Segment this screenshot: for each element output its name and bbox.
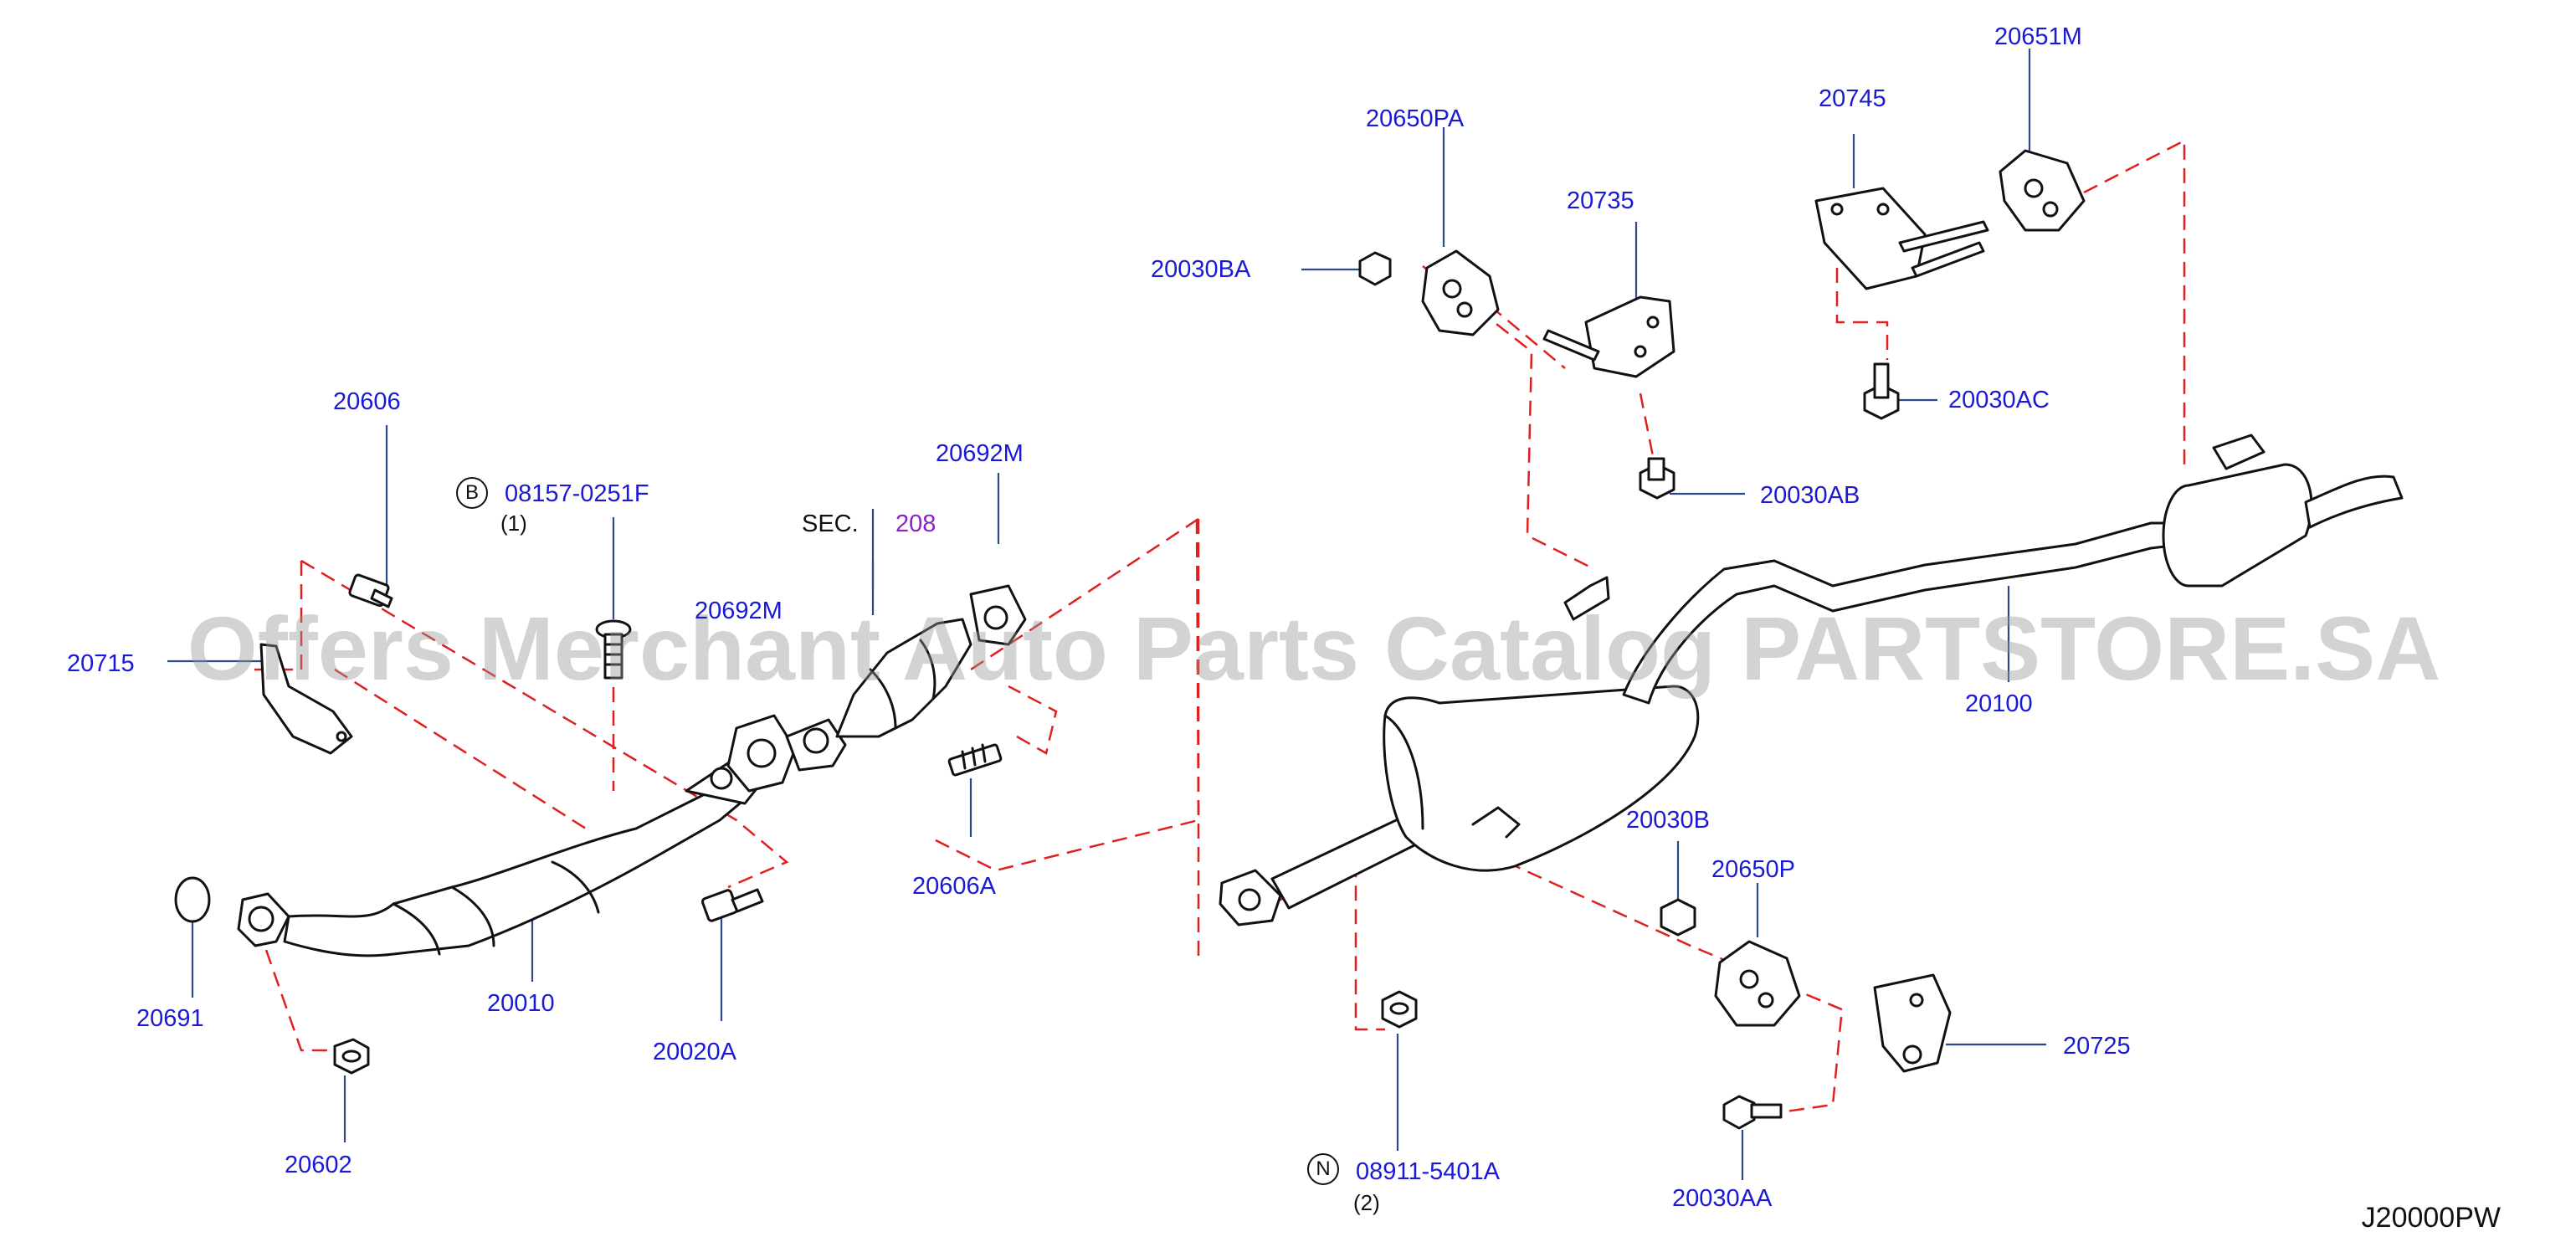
hanger-bracket-20715[interactable] <box>259 643 353 755</box>
callout-20606[interactable]: 20606 <box>333 388 401 415</box>
callout-20692M[interactable]: 20692M <box>695 598 783 624</box>
main-muffler-20100[interactable] <box>2162 434 2404 588</box>
callout-20735[interactable]: 20735 <box>1567 187 1634 214</box>
callout-20691[interactable]: 20691 <box>136 1005 204 1032</box>
callout-20745[interactable]: 20745 <box>1819 85 1886 112</box>
callout-20725[interactable]: 20725 <box>2063 1033 2131 1060</box>
callout-20650PA[interactable]: 20650PA <box>1366 105 1465 132</box>
nut-20030B[interactable] <box>1660 898 1696 937</box>
callout-20650P[interactable]: 20650P <box>1711 856 1795 883</box>
gasket-20692M-top[interactable] <box>969 584 1027 646</box>
stud-20606A[interactable] <box>947 743 1003 777</box>
callout-20602[interactable]: 20602 <box>285 1152 352 1178</box>
bolt-qty-n: (2) <box>1353 1190 1380 1215</box>
insulator-20651M[interactable] <box>1999 149 2086 232</box>
callout-20030AC[interactable]: 20030AC <box>1948 387 2050 413</box>
bolt-badge-b: B <box>456 477 488 509</box>
bracket-20745[interactable] <box>1814 187 1989 290</box>
section-ref-prefix: SEC. <box>802 511 859 537</box>
callout-20030AA[interactable]: 20030AA <box>1672 1185 1773 1212</box>
bolt-20030AB[interactable] <box>1639 457 1675 500</box>
bolt-08157-0251F[interactable] <box>595 619 632 680</box>
callout-08157-0251F[interactable]: 08157-0251F <box>505 480 649 507</box>
callout-20692M-top[interactable]: 20692M <box>936 440 1024 467</box>
dashed-assembly-lines <box>251 138 2186 1115</box>
nut-20030BA[interactable] <box>1358 251 1392 286</box>
bolt-20606[interactable] <box>348 573 393 608</box>
bolt-20030AA[interactable] <box>1722 1095 1783 1130</box>
gasket-20691[interactable] <box>174 876 211 923</box>
callout-20030B[interactable]: 20030B <box>1626 807 1710 834</box>
catalytic-converter-20010[interactable] <box>237 756 763 957</box>
callout-20715[interactable]: 20715 <box>67 650 135 677</box>
bolt-20030AC[interactable] <box>1863 362 1900 420</box>
section-ref-number[interactable]: 208 <box>895 511 936 537</box>
converter-sec-208[interactable] <box>785 618 972 772</box>
center-muffler-assembly[interactable] <box>1219 521 2188 926</box>
bolt-qty-b: (1) <box>500 511 527 536</box>
callout-20010[interactable]: 20010 <box>487 990 555 1017</box>
callout-20651M[interactable]: 20651M <box>1994 23 2082 50</box>
bracket-20725[interactable] <box>1873 973 1952 1073</box>
callout-08911-5401A[interactable]: 08911-5401A <box>1356 1158 1501 1185</box>
gasket-20692M[interactable] <box>726 714 797 793</box>
bracket-20735[interactable] <box>1542 295 1675 378</box>
insulator-20650P[interactable] <box>1714 940 1801 1027</box>
insulator-20650PA[interactable] <box>1421 249 1500 336</box>
callout-20606A[interactable]: 20606A <box>912 873 996 900</box>
stud-20020A[interactable] <box>700 888 764 922</box>
callout-20030AB[interactable]: 20030AB <box>1760 482 1860 509</box>
callout-20030BA[interactable]: 20030BA <box>1151 256 1251 283</box>
nut-20602[interactable] <box>333 1038 370 1075</box>
nut-08911-5401A[interactable] <box>1381 990 1418 1029</box>
leader-lines <box>167 49 2046 1180</box>
callout-20100[interactable]: 20100 <box>1965 690 2033 717</box>
bolt-badge-n: N <box>1307 1153 1339 1185</box>
callout-20020A[interactable]: 20020A <box>653 1039 736 1065</box>
diagram-code: J20000PW <box>2361 1202 2501 1234</box>
